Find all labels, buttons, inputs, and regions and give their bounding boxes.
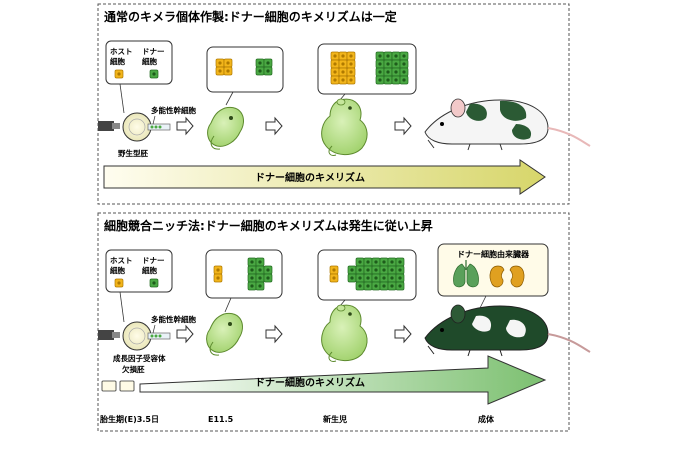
donor-cell-cluster (347, 257, 405, 291)
panel-top-frame (97, 3, 570, 205)
host-cell-cluster (330, 51, 356, 85)
timeline-label-newborn: 新生児 (323, 414, 347, 424)
lung-icon (453, 260, 479, 288)
label-donor-cell-2: 細胞 (142, 56, 157, 66)
chimerism-arrow: ドナー細胞のキメリズム (103, 159, 546, 195)
fetus-e11-icon (207, 106, 244, 150)
chimerism-arrow: ドナー細胞のキメリズム (139, 355, 547, 405)
timeline-label-e3-5: 胎生期(E)3.5日 (99, 414, 159, 424)
host-cell-icon (114, 278, 124, 288)
step-arrow-icon (265, 116, 283, 136)
host-cell-cluster (329, 265, 339, 283)
panel-bottom-title: 細胞競合ニッチ法:ドナー細胞のキメリズムは発生に従い上昇 (104, 218, 433, 233)
step-arrow-icon (394, 324, 412, 344)
chimerism-arrow-label: ドナー細胞のキメリズム (255, 171, 365, 184)
label-pluripotent-stem-cell: 多能性幹細胞 (151, 314, 196, 324)
donor-organ-callout: ドナー細胞由来臓器 (437, 243, 549, 309)
kidney-icon (489, 265, 525, 288)
fetus-e11-icon (206, 312, 243, 356)
label-host-cell-1: ホスト (110, 47, 133, 56)
label-wildtype-embryo: 野生型胚 (118, 148, 148, 158)
label-donor-derived-organ: ドナー細胞由来臓器 (457, 249, 530, 259)
panel-bottom-frame (97, 212, 570, 432)
newborn-mouse-icon (321, 98, 368, 156)
label-pluripotent-stem-cell: 多能性幹細胞 (151, 105, 196, 115)
step-arrow-icon (394, 116, 412, 136)
step-arrow-icon (176, 324, 194, 344)
timeline-label-adult: 成体 (478, 414, 495, 424)
label-host-cell-2: 細胞 (110, 56, 125, 66)
adult-chimera-mouse-icon (424, 304, 591, 357)
host-cell-cluster (101, 380, 135, 392)
label-donor-cell-2: 細胞 (142, 265, 157, 275)
embryo-injection-icon (98, 321, 171, 351)
donor-cell-icon (149, 278, 159, 288)
label-host-cell-2: 細胞 (110, 265, 125, 275)
label-host-cell-1: ホスト (110, 256, 133, 265)
step-arrow-icon (265, 324, 283, 344)
chimerism-arrow-label: ドナー細胞のキメリズム (255, 376, 365, 389)
host-cell-cluster (213, 265, 223, 283)
label-donor-cell-1: ドナー (142, 256, 165, 265)
label-deficient-embryo-1: 成長因子受容体 (113, 353, 166, 363)
panel-top: 通常のキメラ個体作製:ドナー細胞のキメリズムは一定 ホスト 細胞 ドナー 細胞 … (97, 3, 591, 205)
label-deficient-embryo-2: 欠損胚 (122, 364, 145, 374)
cell-callout-bubble (206, 46, 284, 93)
panel-top-title: 通常のキメラ個体作製:ドナー細胞のキメリズムは一定 (104, 9, 397, 24)
embryo-injection-icon (98, 112, 171, 142)
label-donor-cell-1: ドナー (142, 47, 165, 56)
adult-chimera-mouse-icon (424, 98, 591, 151)
host-cell-icon (114, 69, 124, 79)
timeline-label-e11-5: E11.5 (208, 415, 234, 424)
donor-cell-icon (149, 69, 159, 79)
step-arrow-icon (176, 116, 194, 136)
newborn-mouse-icon (321, 304, 368, 362)
panel-bottom: 細胞競合ニッチ法:ドナー細胞のキメリズムは発生に従い上昇 ホスト 細胞 ドナー … (97, 212, 591, 432)
